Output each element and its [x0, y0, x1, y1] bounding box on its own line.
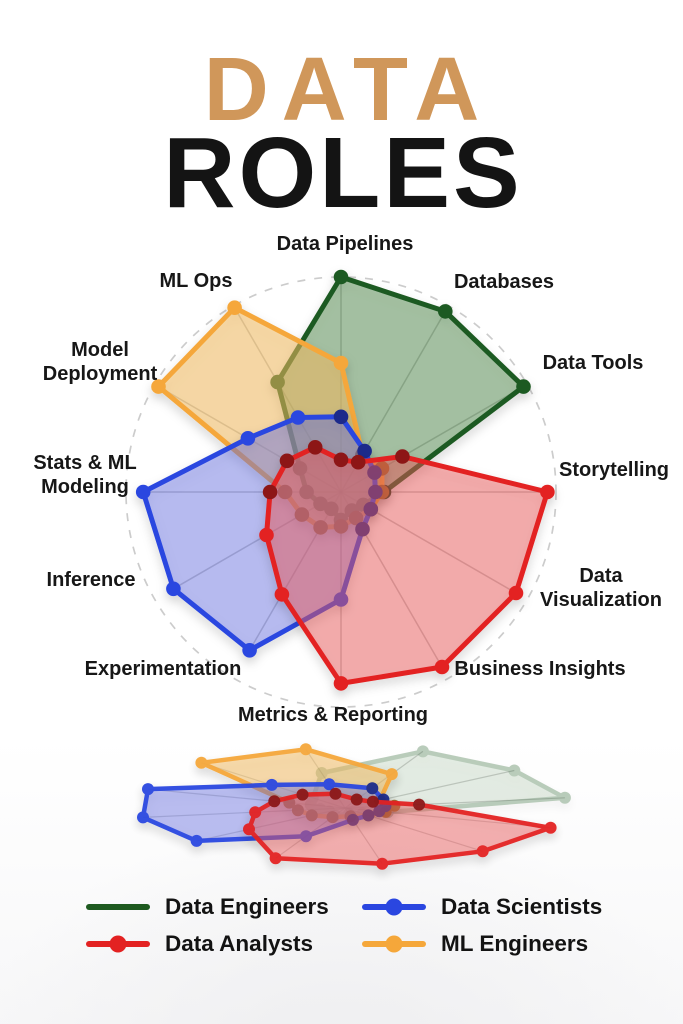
mini-radar-point	[269, 852, 282, 865]
axis-label-experimentation: Experimentation	[84, 658, 242, 680]
axis-label-metrics-reporting: Metrics & Reporting	[237, 704, 429, 726]
legend-item-ml-engineers: ML Engineers	[362, 931, 602, 957]
legend-item-data-engineers: Data Engineers	[86, 894, 362, 920]
mini-radar-point	[265, 778, 278, 791]
radar-point	[540, 484, 555, 500]
radar-point	[262, 484, 278, 500]
legend-swatch-line-icon	[86, 935, 150, 953]
radar-point	[307, 440, 323, 455]
radar-point	[166, 581, 181, 597]
mini-radar-point	[195, 756, 208, 769]
legend-label: Data Scientists	[441, 894, 603, 919]
axis-label-databases: Databases	[453, 271, 555, 293]
radar-point	[333, 676, 349, 691]
mini-radar-point	[137, 811, 149, 824]
title-word-data: DATA	[203, 40, 493, 140]
mini-radar-point	[558, 791, 571, 804]
radar-point	[395, 449, 410, 464]
mini-radar-point	[249, 806, 262, 819]
mini-radar-point	[299, 743, 312, 756]
radar-point	[350, 454, 366, 470]
mini-radar-point	[416, 745, 429, 758]
radar-point	[274, 587, 290, 602]
mini-radar-point	[385, 768, 398, 781]
legend-marker-dot-icon	[385, 935, 403, 953]
radar-point	[434, 659, 450, 675]
mini-radar-point	[350, 793, 363, 806]
legend-marker-dot-icon	[385, 898, 403, 916]
axis-label-stats-ml-modeling: Stats & ML Modeling	[33, 452, 137, 498]
radar-point	[135, 484, 151, 500]
radar-series-data-analysts	[259, 440, 555, 691]
legend-swatch-line-icon	[86, 904, 150, 910]
radar-point	[333, 269, 349, 285]
mini-radar-point	[366, 782, 379, 795]
axis-label-storytelling: Storytelling	[558, 459, 670, 481]
axis-label-business-insights: Business Insights	[454, 658, 626, 680]
legend-item-data-analysts: Data Analysts	[86, 931, 362, 957]
mini-radar-point	[413, 798, 426, 811]
radar-point	[290, 410, 306, 425]
radar-point	[227, 300, 242, 316]
mini-radar-point	[376, 857, 389, 870]
axis-label-data-visualization: Data Visualization	[540, 565, 662, 611]
mini-radar-point	[142, 783, 154, 796]
radar-point	[508, 585, 524, 601]
radar-point	[279, 453, 295, 469]
radar-point	[259, 527, 274, 543]
legend-label: ML Engineers	[441, 931, 589, 956]
radar-point	[357, 443, 372, 459]
legend-swatch-line-icon	[362, 935, 426, 953]
legend-swatch-line-icon	[362, 898, 426, 916]
radar-point	[333, 452, 349, 468]
mini-radar-point	[329, 787, 342, 800]
mini-radar-point	[544, 821, 557, 834]
axis-label-model-deployment: Model Deployment	[42, 339, 158, 385]
mini-radar-point	[268, 795, 281, 808]
radar-point	[240, 431, 256, 446]
radar-point	[516, 379, 531, 394]
axis-label-data-pipelines: Data Pipelines	[276, 233, 414, 255]
radar-point	[333, 409, 349, 425]
axis-label-inference: Inference	[46, 569, 136, 591]
mini-radar-point	[508, 764, 521, 777]
mini-radar-point	[366, 795, 379, 808]
legend-label: Data Engineers	[165, 894, 329, 919]
legend-item-data-scientists: Data Scientists	[362, 894, 602, 920]
legend: Data Engineers Data Scientists Data Anal…	[86, 894, 602, 957]
mini-series-data-analysts	[243, 787, 557, 870]
radar-point	[151, 379, 166, 394]
mini-radar-point	[190, 834, 203, 847]
mini-radar-point	[323, 778, 336, 791]
legend-marker-dot-icon	[109, 935, 127, 953]
title-word-roles: ROLES	[163, 117, 523, 229]
mini-radar-point	[296, 788, 309, 801]
axis-label-data-tools: Data Tools	[542, 352, 644, 374]
page-title: DATA ROLES	[0, 40, 683, 229]
mini-radar-point	[243, 823, 255, 836]
mini-radar-point	[476, 845, 489, 858]
legend-label: Data Analysts	[165, 931, 313, 956]
radar-point	[242, 643, 257, 658]
radar-point	[333, 355, 349, 371]
axis-label-ml-ops: ML Ops	[159, 270, 233, 292]
radar-point	[438, 304, 453, 319]
